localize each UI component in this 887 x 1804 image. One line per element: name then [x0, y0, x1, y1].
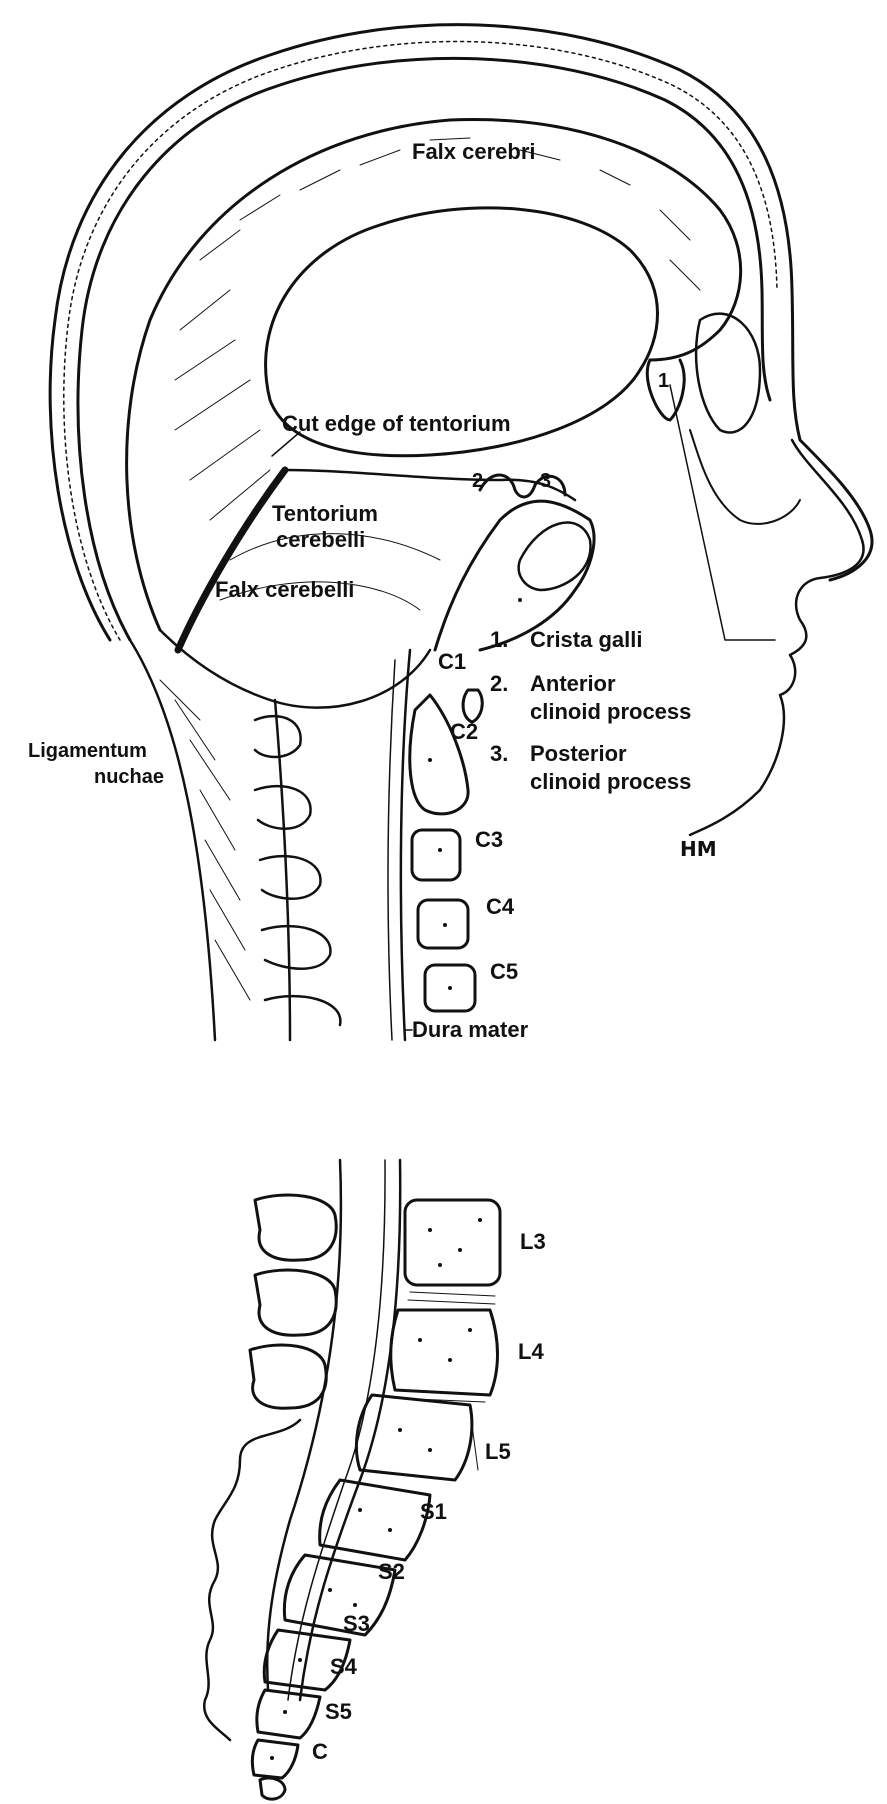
lumbosacral-bodies	[250, 1198, 502, 1801]
label-l5: L5	[485, 1439, 511, 1464]
falx-hatching	[174, 137, 701, 521]
label-ligamentum-1: Ligamentum	[28, 740, 147, 762]
label-tentorium-1: Tentorium	[272, 501, 378, 526]
spinal-cord-post	[273, 698, 292, 1042]
ligamentum-hatching	[159, 679, 251, 1001]
label-cut-edge: Cut edge of tentorium	[282, 411, 511, 436]
legend-posterior-2: clinoid process	[530, 769, 692, 794]
marker-3: 3	[540, 470, 552, 492]
spinal-cord-ant	[399, 648, 412, 1042]
falx-free-edge	[264, 206, 659, 458]
skin-line	[202, 1418, 302, 1742]
cervical-bodies	[408, 688, 484, 1013]
falx-cerebri-edge	[125, 118, 743, 632]
label-falx-cerebelli: Falx cerebelli	[215, 577, 355, 602]
legend-posterior: Posterior	[530, 741, 627, 766]
label-s4: S4	[330, 1654, 357, 1679]
neck-posterior	[128, 638, 217, 1042]
label-c1: C1	[438, 649, 467, 674]
label-c5: C5	[490, 959, 519, 984]
dural-sac-ant	[298, 1158, 402, 1702]
marker-1: 1	[658, 370, 670, 392]
label-s2: S2	[378, 1559, 405, 1584]
dural-sac-post	[265, 1158, 343, 1692]
frontal-sinus	[694, 312, 762, 434]
label-falx-cerebri: Falx cerebri	[412, 139, 536, 164]
legend-anterior: Anterior	[530, 671, 616, 696]
legend-num-1: 1.	[490, 627, 509, 652]
clinoid-processes	[478, 473, 567, 499]
leader-cut-edge	[271, 431, 301, 457]
skull-outer	[48, 23, 874, 642]
label-l4: L4	[518, 1339, 544, 1364]
tentorium-cut-edge	[174, 466, 289, 654]
label-c4: C4	[486, 894, 515, 919]
tentorium-surface	[283, 468, 577, 502]
label-tentorium-2: cerebelli	[276, 527, 366, 552]
marker-2: 2	[472, 470, 484, 492]
stipple	[270, 598, 522, 1760]
label-c2: C2	[450, 719, 479, 744]
legend-crista-galli: Crista galli	[530, 627, 643, 652]
legend-anterior-2: clinoid process	[530, 699, 692, 724]
sphenoid-sinus	[517, 521, 592, 592]
label-l3: L3	[520, 1229, 546, 1254]
leader-crista-galli	[669, 384, 776, 641]
label-s5: S5	[325, 1699, 352, 1724]
legend-num-3: 3.	[490, 741, 509, 766]
discs	[391, 1291, 496, 1471]
skull-diploe	[63, 40, 778, 641]
skull-inner	[76, 56, 772, 642]
posterior-fossa	[158, 628, 432, 709]
legend-num-2: 2.	[490, 671, 509, 696]
label-c3: C3	[475, 827, 504, 852]
crista-galli	[645, 358, 686, 422]
cervical-spines	[253, 714, 342, 1027]
clivus	[433, 499, 596, 652]
label-s1: S1	[420, 1499, 447, 1524]
artist-signature: HM	[680, 837, 717, 861]
label-s3: S3	[343, 1611, 370, 1636]
label-dura-mater: Dura mater	[412, 1017, 529, 1042]
label-coccyx: C	[312, 1739, 328, 1764]
lumbar-laminae	[248, 1193, 338, 1410]
face-profile	[688, 438, 865, 837]
label-ligamentum-2: nuchae	[94, 766, 165, 788]
